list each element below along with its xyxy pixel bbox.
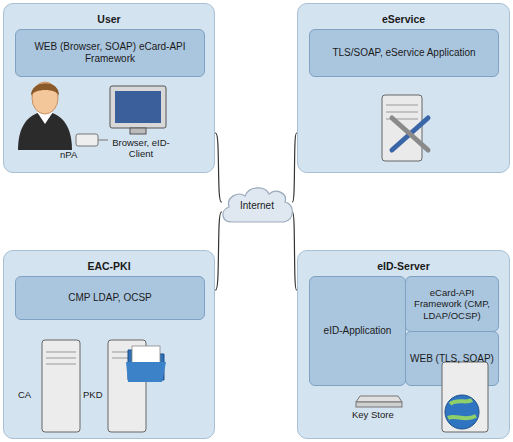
group-heading: eService <box>298 13 509 25</box>
box-label: eID-Application <box>324 325 392 337</box>
group-panel: UserWEB (Browser, SOAP) eCard-API Framew… <box>3 3 215 173</box>
box-label: WEB (Browser, SOAP) eCard-API Framework <box>20 41 200 65</box>
card-icon <box>76 134 108 146</box>
server-icon <box>382 95 428 161</box>
person-icon <box>18 82 72 150</box>
component-box: CMP LDAP, OCSP <box>15 276 205 320</box>
icon-caption: CA <box>18 390 31 401</box>
icon-caption: nPA <box>60 150 77 161</box>
web-server-icon <box>442 362 488 432</box>
icon-caption: Browser, eID-Client <box>112 138 170 160</box>
network-cloud: Internet <box>218 182 296 230</box>
icon-caption: Key Store <box>352 410 394 421</box>
box-label: eCard-API Framework (CMP, LDAP/OCSP) <box>410 287 494 321</box>
component-box: TLS/SOAP, eService Application <box>309 29 499 77</box>
network-link <box>215 212 222 290</box>
cloud-outline <box>223 188 292 222</box>
box-label: CMP LDAP, OCSP <box>68 292 152 304</box>
group-panel: eID-Server eID-Application eCard-API Frame… <box>297 250 510 439</box>
group-panel: eServiceTLS/SOAP, eService Application <box>297 3 510 173</box>
box-label: Internet <box>240 200 274 212</box>
component-box: eCard-API Framework (CMP, LDAP/OCSP) <box>405 276 499 332</box>
box-label: TLS/SOAP, eService Application <box>332 47 475 59</box>
group-heading: EAC-PKI <box>4 260 214 272</box>
box-label: WEB (TLS, SOAP) <box>410 353 494 365</box>
group-panel: EAC-PKI CMP LDAP, OCSP <box>3 250 215 439</box>
computer-icon <box>110 86 166 134</box>
icon-caption: PKD <box>83 390 103 401</box>
key-store-icon <box>356 396 402 407</box>
group-heading: eID-Server <box>298 260 509 272</box>
pkd-server-icon <box>108 340 166 432</box>
group-heading: User <box>4 13 214 25</box>
ca-server-icon <box>42 340 80 432</box>
component-box: WEB (Browser, SOAP) eCard-API Framework <box>15 29 205 77</box>
application-box: eID-Application <box>309 276 406 386</box>
network-link <box>215 133 222 202</box>
component-box: WEB (TLS, SOAP) <box>405 331 499 386</box>
